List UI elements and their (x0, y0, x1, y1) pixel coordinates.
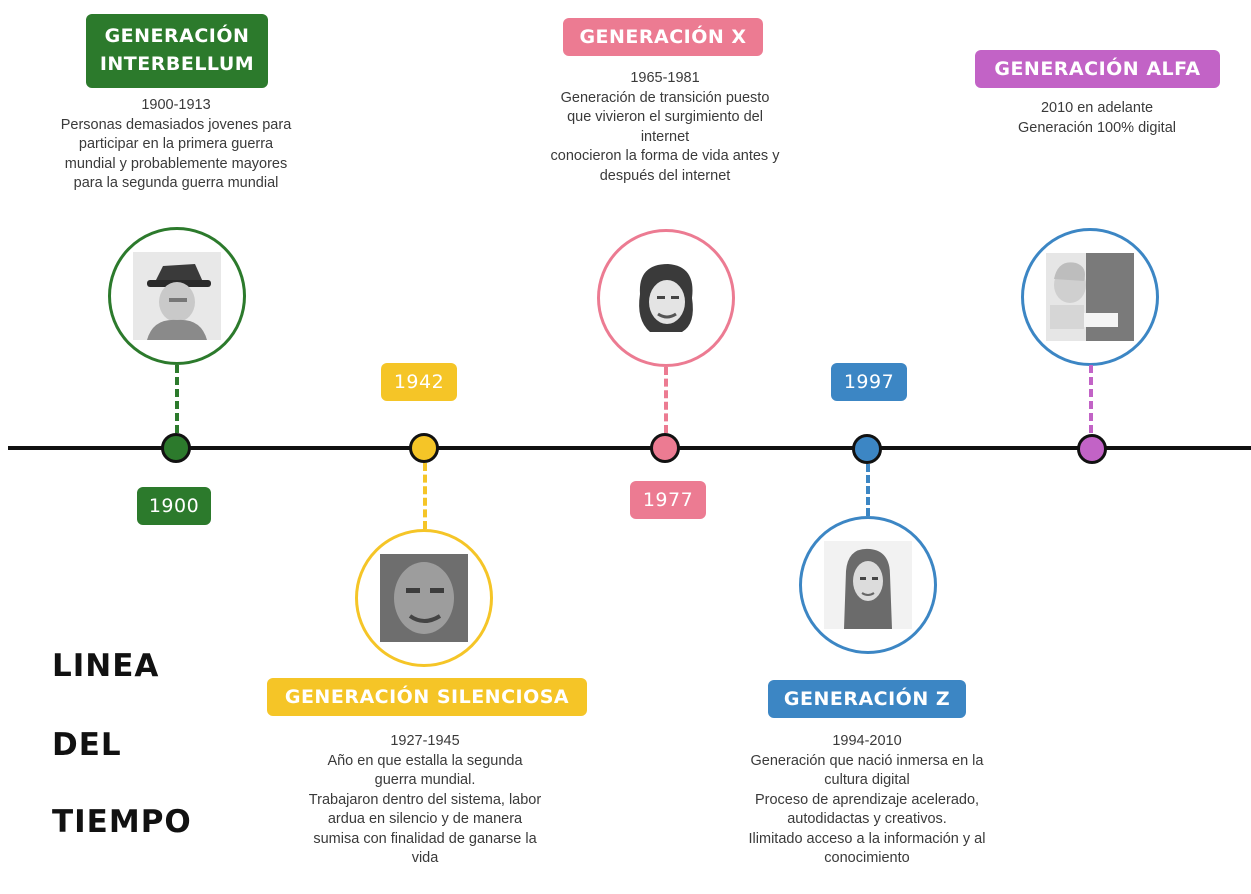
connector-interbellum (175, 365, 179, 433)
generation-description-alfa: 2010 en adelante Generación 100% digital (1018, 100, 1176, 136)
generation-badge-z: GENERACIÓN Z (768, 680, 966, 718)
old-man-portrait-icon (380, 554, 468, 642)
timeline-title-line3: TIEMPO (52, 804, 192, 840)
portrait-frame-alfa (1021, 228, 1159, 366)
generation-description-interbellum: 1900-1913 Personas demasiados jovenes pa… (60, 97, 292, 191)
timeline-marker-1997 (852, 434, 882, 464)
year-badge-1942: 1942 (381, 363, 457, 401)
year-badge-1900: 1900 (137, 487, 211, 525)
generation-badge-interbellum: GENERACIÓN INTERBELLUM (86, 14, 268, 88)
woman-portrait-icon (622, 254, 710, 342)
portrait-frame-silenciosa (355, 529, 493, 667)
generation-description-x: 1965-1981 Generación de transición puest… (550, 70, 780, 184)
generation-badge-alfa: GENERACIÓN ALFA (975, 50, 1220, 88)
elderly-man-portrait-icon (133, 252, 221, 340)
portrait-frame-interbellum (108, 227, 246, 365)
child-with-device-portrait-icon (1046, 253, 1134, 341)
connector-alfa (1089, 365, 1093, 433)
connector-x (664, 367, 668, 433)
timeline-axis (8, 446, 1251, 450)
year-badge-1977: 1977 (630, 481, 706, 519)
timeline-title-line2: DEL (52, 727, 122, 763)
timeline-marker-alfa (1077, 434, 1107, 464)
timeline-marker-1942 (409, 433, 439, 463)
timeline-marker-1977 (650, 433, 680, 463)
timeline-title-line1: LINEA (52, 648, 160, 684)
generation-badge-silenciosa: GENERACIÓN SILENCIOSA (267, 678, 587, 716)
timeline-marker-1900 (161, 433, 191, 463)
young-woman-portrait-icon (824, 541, 912, 629)
connector-z (866, 464, 870, 516)
generation-badge-x: GENERACIÓN X (563, 18, 763, 56)
portrait-frame-x (597, 229, 735, 367)
connector-silenciosa (423, 463, 427, 529)
generation-description-silenciosa: 1927-1945 Año en que estalla la segunda … (308, 733, 542, 866)
portrait-frame-z (799, 516, 937, 654)
year-badge-1997: 1997 (831, 363, 907, 401)
generation-description-z: 1994-2010 Generación que nació inmersa e… (748, 733, 986, 866)
